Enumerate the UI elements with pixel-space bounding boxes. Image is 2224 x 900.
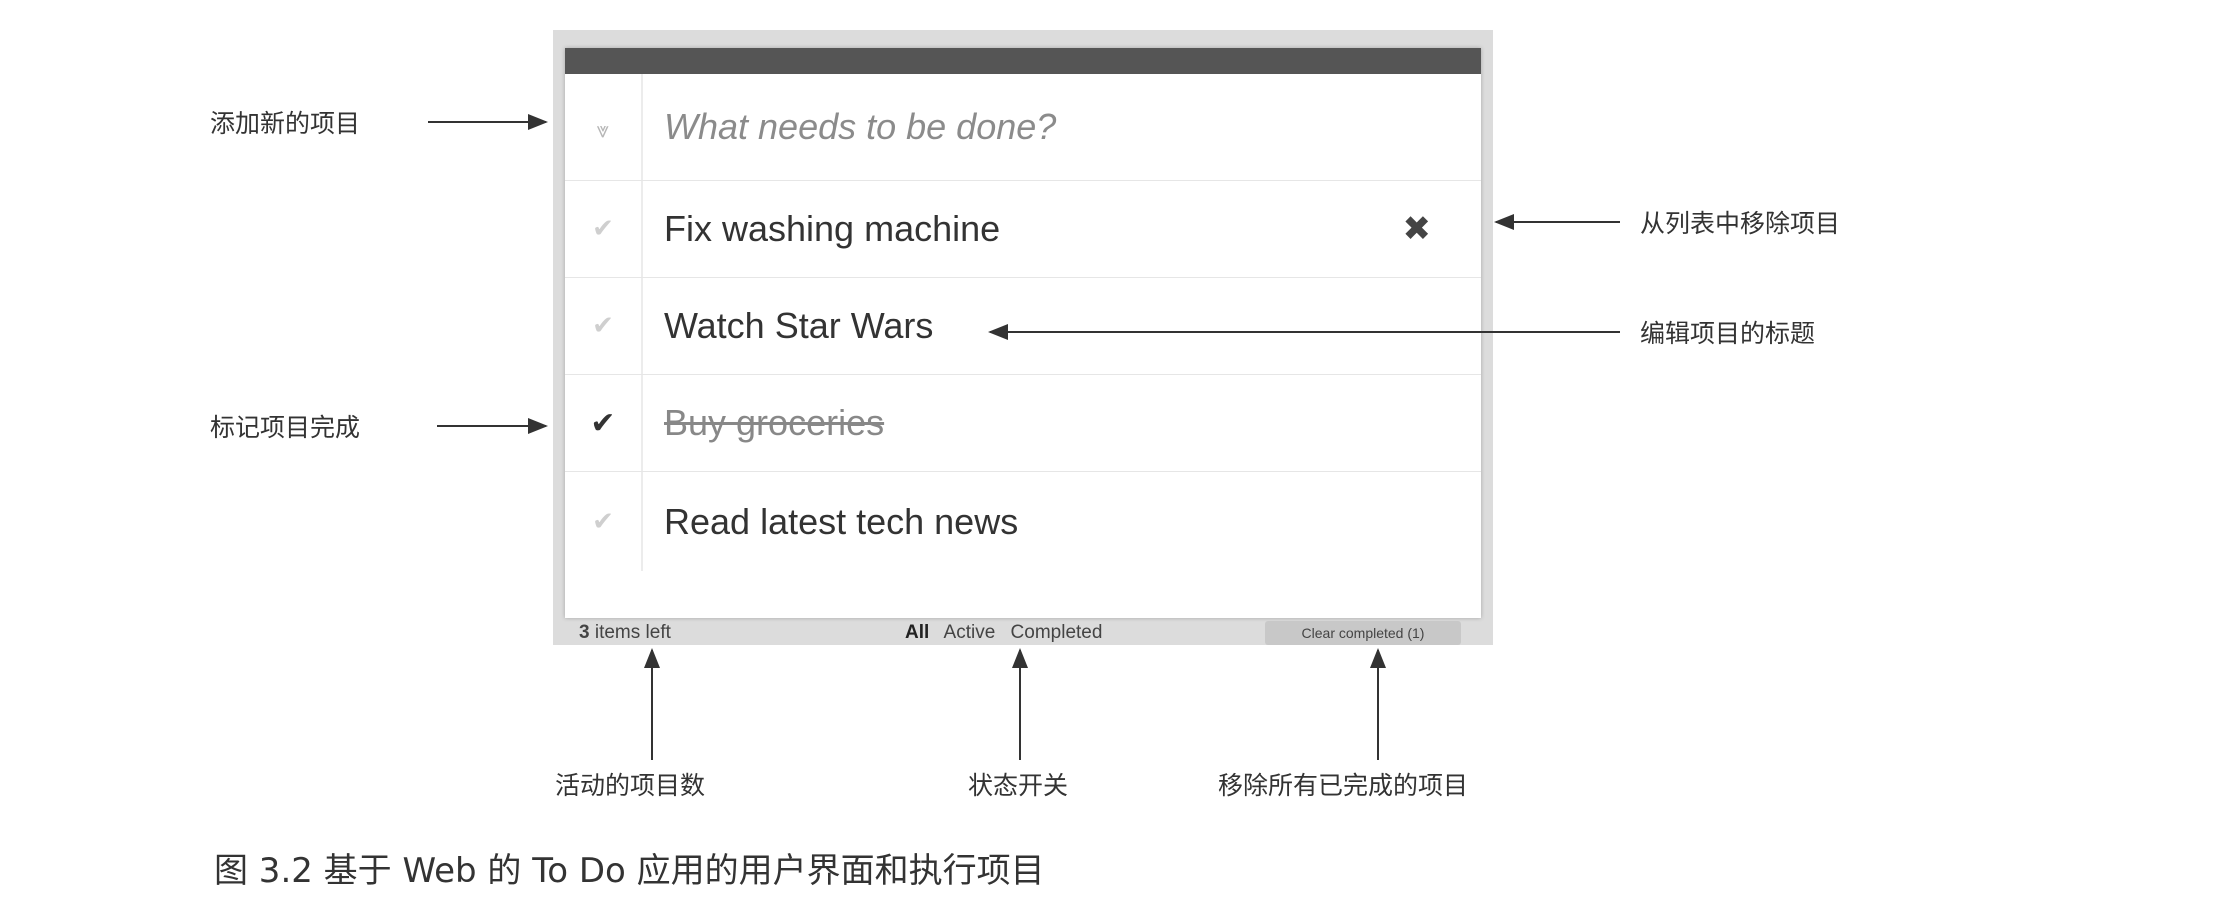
todo-toggle-checkbox[interactable]: ✔ <box>565 472 641 571</box>
todo-toggle-checkbox[interactable]: ✔ <box>565 375 641 471</box>
destroy-button[interactable]: ✖ <box>1403 209 1432 249</box>
annotation-add-item: 添加新的项目 <box>210 109 361 138</box>
clear-completed-button[interactable]: Clear completed (1) <box>1265 621 1461 645</box>
todo-toggle-checkbox[interactable]: ✔ <box>565 181 641 277</box>
todo-item[interactable]: ✔ Read latest tech news <box>565 472 1481 571</box>
new-todo-input[interactable]: What needs to be done? <box>664 106 1057 147</box>
todo-count: 3 items left <box>579 618 671 648</box>
todo-item[interactable]: ✔ Fix washing machine ✖ <box>565 181 1481 278</box>
todo-count-number: 3 <box>579 622 590 643</box>
annotation-remove-item: 从列表中移除项目 <box>1640 209 1841 238</box>
annotation-active-count: 活动的项目数 <box>555 771 706 800</box>
todo-toggle-checkbox[interactable]: ✔ <box>565 278 641 374</box>
check-icon: ✔ <box>590 405 616 441</box>
check-icon: ✔ <box>592 311 614 341</box>
filters: All Active Completed <box>905 618 1112 648</box>
toggle-all-button[interactable]: ⩔ <box>565 74 641 180</box>
new-todo-row: ⩔ What needs to be done? <box>565 74 1481 181</box>
todo-title[interactable]: Buy groceries <box>664 402 885 443</box>
filter-all[interactable]: All <box>905 622 930 643</box>
annotation-remove-completed: 移除所有已完成的项目 <box>1218 771 1469 800</box>
todo-item[interactable]: ✔ Watch Star Wars <box>565 278 1481 375</box>
todo-count-label: items left <box>589 622 671 643</box>
annotation-edit-title: 编辑项目的标题 <box>1640 319 1816 348</box>
todo-title[interactable]: Read latest tech news <box>664 500 1019 542</box>
todo-title[interactable]: Watch Star Wars <box>664 305 934 346</box>
annotation-status-toggle: 状态开关 <box>968 771 1069 800</box>
check-icon: ✔ <box>592 506 614 537</box>
todo-footer: 3 items left All Active Completed Clear … <box>565 618 1481 648</box>
filter-active[interactable]: Active <box>943 622 996 643</box>
checkbox-column-divider <box>641 74 643 571</box>
chevron-down-icon: ⩔ <box>596 117 610 143</box>
todo-item-completed[interactable]: ✔ Buy groceries <box>565 375 1481 472</box>
todo-title[interactable]: Fix washing machine <box>664 208 1001 249</box>
check-icon: ✔ <box>592 214 614 244</box>
annotation-mark-complete: 标记项目完成 <box>210 413 361 442</box>
close-x-icon: ✖ <box>1402 209 1432 249</box>
app-top-bar <box>565 48 1481 74</box>
filter-completed[interactable]: Completed <box>1010 622 1103 643</box>
figure-caption: 图 3.2 基于 Web 的 To Do 应用的用户界面和执行项目 <box>214 851 1045 891</box>
